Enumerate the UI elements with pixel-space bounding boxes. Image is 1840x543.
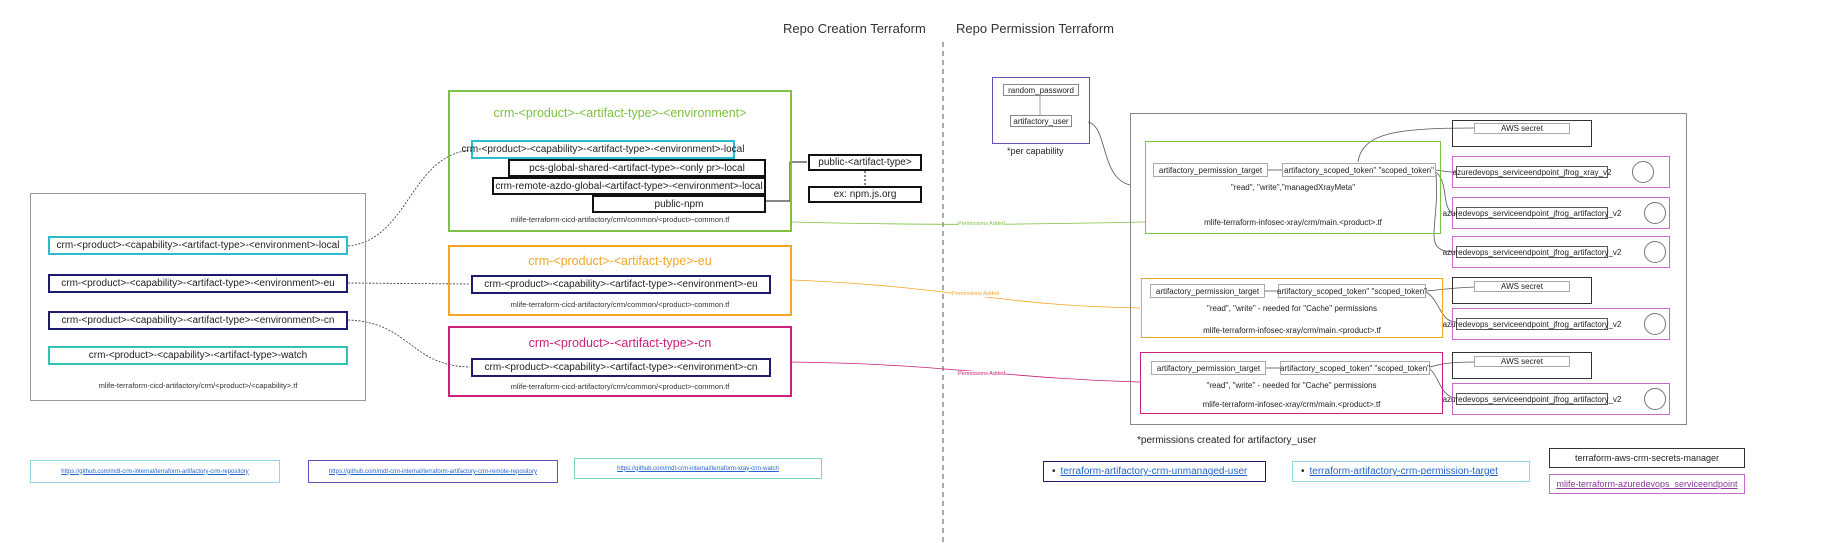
- aws-secret-3[interactable]: AWS secret: [1474, 356, 1570, 367]
- bullet-icon: •: [1301, 466, 1305, 477]
- permission-block-2: [1141, 278, 1443, 338]
- common-remote-azdo-box[interactable]: crm-remote-azdo-global-<artifact-type>-<…: [492, 177, 766, 195]
- artifactory-endpoint-3[interactable]: azuredevops_serviceendpoint_jfrog_artifa…: [1442, 318, 1622, 330]
- scoped-token-2[interactable]: artifactory_scoped_token" "scoped_token": [1277, 284, 1427, 298]
- eu-module-path: mlife-terraform-cicd-artifactory/crm/com…: [510, 300, 730, 309]
- permissions-3: "read", "write" - needed for "Cache" per…: [1206, 381, 1377, 390]
- public-artifact-box[interactable]: public-<artifact-type>: [808, 154, 922, 171]
- common-local-box[interactable]: crm-<product>-<capability>-<artifact-typ…: [462, 140, 744, 159]
- artifactory-endpoint-icon-2: [1644, 241, 1666, 263]
- aws-secret-2[interactable]: AWS secret: [1474, 281, 1570, 292]
- module-azuredevops-serviceendpoint[interactable]: mlife-terraform-azuredevops_serviceendpo…: [1549, 474, 1745, 494]
- user-block-note: *per capability: [1007, 146, 1064, 156]
- cn-module-heading: crm-<product>-<artifact-type>-cn: [528, 336, 712, 350]
- permission-path-2: mlife-terraform-infosec-xray/crm/main.<p…: [1203, 326, 1381, 335]
- artifactory-endpoint-icon-1: [1644, 202, 1666, 224]
- permissions-footnote: *permissions created for artifactory_use…: [1137, 435, 1317, 446]
- random-password-box[interactable]: random_password: [1003, 84, 1079, 96]
- right-link-permission-target-container: • terraform-artifactory-crm-permission-t…: [1292, 461, 1530, 482]
- module-aws-secrets-manager[interactable]: terraform-aws-crm-secrets-manager: [1549, 448, 1745, 468]
- capability-cn-box[interactable]: crm-<product>-<capability>-<artifact-typ…: [48, 311, 348, 330]
- capability-eu-box[interactable]: crm-<product>-<capability>-<artifact-typ…: [48, 274, 348, 293]
- xray-endpoint-container: [1452, 156, 1670, 188]
- scoped-token-3[interactable]: artifactory_scoped_token" "scoped_token": [1280, 361, 1430, 375]
- permission-target-1[interactable]: artifactory_permission_target: [1153, 163, 1268, 177]
- link-xray-crm-watch[interactable]: https://github.com/mdt-crm-internal/terr…: [574, 458, 822, 479]
- artifactory-endpoint-container-3: [1452, 308, 1670, 340]
- link-crm-repository[interactable]: https://github.com/mdt-crm-internal/terr…: [30, 460, 280, 483]
- aws-secret-container-1: [1452, 120, 1592, 147]
- permission-target-3[interactable]: artifactory_permission_target: [1151, 361, 1266, 375]
- common-public-npm-box[interactable]: public-npm: [592, 195, 766, 213]
- artifactory-endpoint-icon-4: [1644, 388, 1666, 410]
- permission-target-2[interactable]: artifactory_permission_target: [1150, 284, 1265, 298]
- right-link-unmanaged-user[interactable]: terraform-artifactory-crm-unmanaged-user: [1060, 466, 1248, 477]
- header-repo-permission: Repo Permission Terraform: [956, 21, 1114, 36]
- permissions-2: "read", "write" - needed for "Cache" per…: [1207, 304, 1377, 313]
- eu-module-heading: crm-<product>-<artifact-type>-eu: [528, 254, 712, 268]
- eu-box[interactable]: crm-<product>-<capability>-<artifact-typ…: [471, 275, 771, 294]
- right-link-permission-target[interactable]: terraform-artifactory-crm-permission-tar…: [1309, 466, 1498, 477]
- capability-local-box[interactable]: crm-<product>-<capability>-<artifact-typ…: [48, 236, 348, 255]
- user-block-container: [992, 77, 1090, 144]
- permissions-1: "read", "write","managedXrayMeta": [1230, 183, 1356, 192]
- common-module-heading: crm-<product>-<artifact-type>-<environme…: [493, 106, 747, 120]
- artifactory-endpoint-container-1: [1452, 197, 1670, 229]
- aws-secret-1[interactable]: AWS secret: [1474, 123, 1570, 134]
- artifactory-user-box[interactable]: artifactory_user: [1010, 115, 1072, 127]
- common-module-container: [448, 90, 792, 232]
- connector-user: [1087, 121, 1131, 186]
- artifactory-endpoint-icon-3: [1644, 313, 1666, 335]
- permission-path-1: mlife-terraform-infosec-xray/crm/main.<p…: [1204, 218, 1382, 227]
- edge-label-orange: Permissions Added: [952, 291, 1000, 297]
- permission-block-1: [1145, 141, 1441, 234]
- artifactory-endpoint-container-4: [1452, 383, 1670, 415]
- scoped-token-1[interactable]: artifactory_scoped_token" "scoped_token": [1282, 163, 1436, 177]
- xray-endpoint[interactable]: azuredevops_serviceendpoint_jfrog_xray_v…: [1452, 166, 1612, 178]
- capability-module-container: [30, 193, 366, 401]
- aws-secret-container-3: [1452, 352, 1592, 379]
- capability-module-path: mlife-terraform-cicd-artifactory/crm/<pr…: [98, 381, 298, 390]
- common-module-path: mlife-terraform-cicd-artifactory/crm/com…: [510, 215, 730, 224]
- public-example-box[interactable]: ex: npm.js.org: [808, 186, 922, 203]
- cn-box[interactable]: crm-<product>-<capability>-<artifact-typ…: [471, 358, 771, 377]
- cn-module-path: mlife-terraform-cicd-artifactory/crm/com…: [510, 382, 730, 391]
- permission-path-3: mlife-terraform-infosec-xray/crm/main.<p…: [1202, 400, 1381, 409]
- artifactory-endpoint-container-2: [1452, 236, 1670, 268]
- link-crm-remote-repository[interactable]: https://github.com/mdt-crm-internal/terr…: [308, 460, 558, 483]
- artifactory-endpoint-4[interactable]: azuredevops_serviceendpoint_jfrog_artifa…: [1442, 393, 1622, 405]
- bullet-icon: •: [1052, 466, 1056, 477]
- capability-watch-box[interactable]: crm-<product>-<capability>-<artifact-typ…: [48, 346, 348, 365]
- xray-endpoint-icon: [1632, 161, 1654, 183]
- permission-area-container: [1130, 113, 1687, 425]
- artifactory-endpoint-1[interactable]: azuredevops_serviceendpoint_jfrog_artifa…: [1442, 207, 1622, 219]
- edge-label-pink: Permissions Added: [958, 371, 1006, 377]
- eu-module-container: [448, 245, 792, 316]
- artifactory-endpoint-2[interactable]: azuredevops_serviceendpoint_jfrog_artifa…: [1442, 246, 1622, 258]
- common-pcs-global-box[interactable]: pcs-global-shared-<artifact-type>-<only …: [508, 159, 766, 177]
- edge-label-green: Permissions Added: [958, 221, 1006, 227]
- cn-module-container: [448, 326, 792, 397]
- header-repo-creation: Repo Creation Terraform: [783, 21, 926, 36]
- right-link-unmanaged-user-container: • terraform-artifactory-crm-unmanaged-us…: [1043, 461, 1266, 482]
- aws-secret-container-2: [1452, 277, 1592, 304]
- permission-block-3: [1140, 352, 1443, 414]
